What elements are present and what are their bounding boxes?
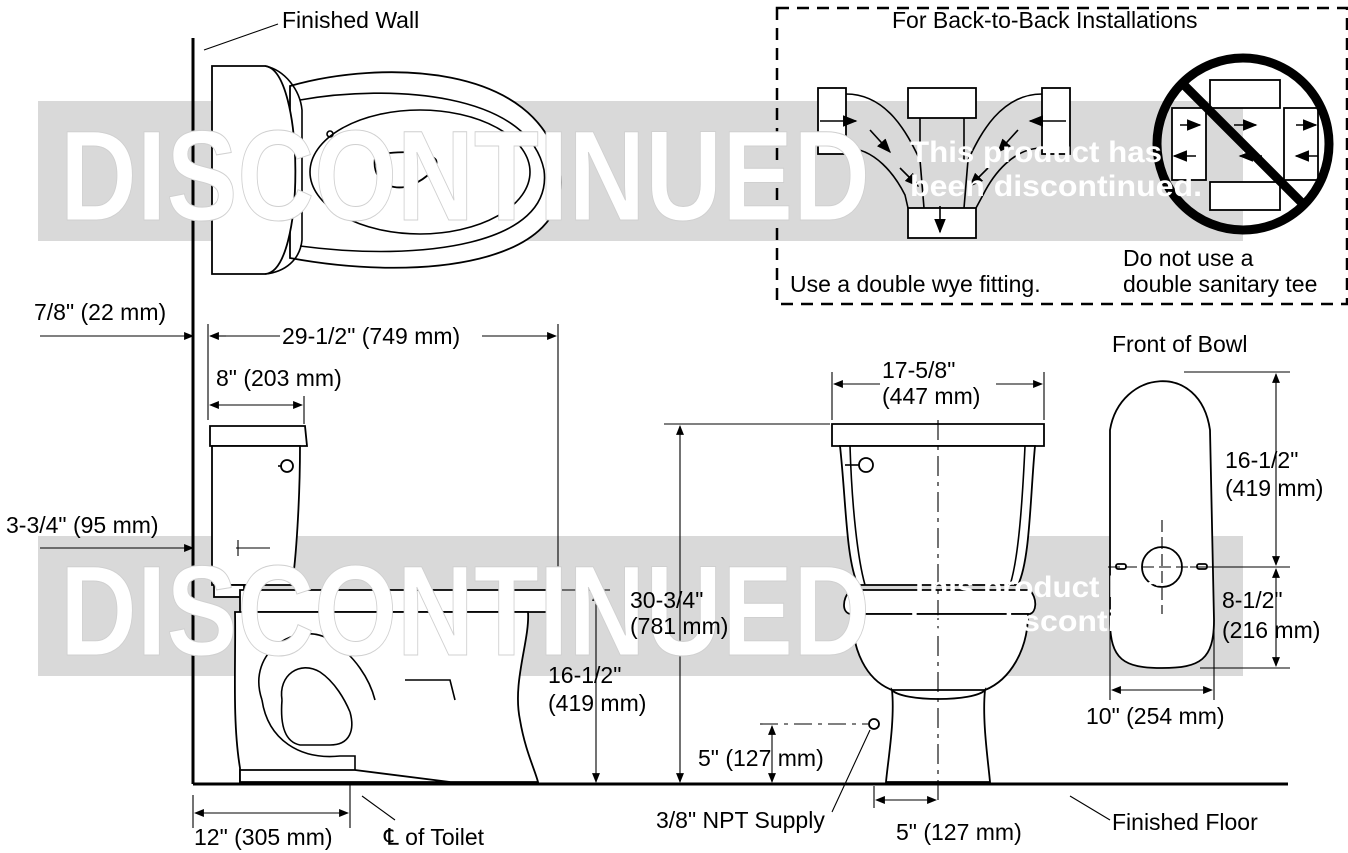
toilet-front-view — [831, 420, 1045, 800]
dimension-lines — [40, 23, 1290, 828]
label-cl-of-toilet: ℄ of Toilet — [383, 824, 485, 850]
watermark-text-top: DISCONTINUED This product has been disco… — [60, 105, 1203, 249]
watermark-word: DISCONTINUED — [60, 105, 870, 248]
label-dim-17-5-8-a: 17-5/8" — [882, 357, 955, 383]
label-dim-17-5-8-b: (447 mm) — [882, 383, 980, 409]
watermark-line-2: been discontinued. — [910, 605, 1202, 638]
label-dim-12: 12" (305 mm) — [194, 824, 333, 850]
label-front-of-bowl: Front of Bowl — [1112, 331, 1248, 357]
label-wye-caption: Use a double wye fitting. — [790, 271, 1041, 297]
label-dim-16-1-2-side-b: (419 mm) — [548, 690, 646, 716]
label-finished-wall: Finished Wall — [282, 7, 419, 33]
front-of-bowl-view — [1108, 380, 1230, 669]
label-dim-7-8: 7/8" (22 mm) — [34, 299, 166, 325]
label-tee-caption-1: Do not use a — [1123, 245, 1254, 271]
toilet-side-view — [209, 425, 560, 783]
label-dim-3-3-4: 3-3/4" (95 mm) — [6, 512, 159, 538]
prohibited-icon — [1152, 53, 1334, 235]
label-dim-16-1-2-side-a: 16-1/2" — [548, 662, 621, 688]
double-sanitary-tee-prohibited — [1152, 53, 1334, 235]
watermark-text-bottom: DISCONTINUED This product has been disco… — [60, 540, 1203, 684]
label-npt-supply: 3/8" NPT Supply — [656, 807, 825, 833]
label-tee-caption-2: double sanitary tee — [1123, 271, 1317, 297]
toilet-top-view — [211, 65, 562, 275]
backtoback-box — [775, 6, 1348, 306]
label-finished-floor: Finished Floor — [1112, 809, 1258, 835]
label-dim-29-1-2: 29-1/2" (749 mm) — [282, 323, 460, 349]
watermark-line-1: This product has — [910, 571, 1162, 604]
labels: Finished Wall For Back-to-Back Installat… — [6, 7, 1323, 850]
label-dim-16-1-2-bowl-b: (419 mm) — [1225, 475, 1323, 501]
label-dim-8-1-2-b: (216 mm) — [1222, 617, 1320, 643]
label-dim-5-supply: 5" (127 mm) — [698, 745, 824, 771]
label-dim-8-1-2-a: 8-1/2" — [1222, 587, 1283, 613]
label-backtoback-title: For Back-to-Back Installations — [892, 7, 1198, 33]
label-dim-5-floor: 5" (127 mm) — [896, 819, 1022, 845]
label-dim-16-1-2-bowl-a: 16-1/2" — [1225, 447, 1298, 473]
watermark-line-2: been discontinued. — [910, 170, 1202, 203]
watermark-line-1: This product has — [910, 136, 1162, 169]
label-dim-10: 10" (254 mm) — [1086, 703, 1225, 729]
watermark-word: DISCONTINUED — [60, 540, 870, 683]
label-dim-30-3-4-b: (781 mm) — [630, 613, 728, 639]
label-dim-30-3-4-a: 30-3/4" — [630, 587, 703, 613]
label-dim-8: 8" (203 mm) — [216, 365, 342, 391]
